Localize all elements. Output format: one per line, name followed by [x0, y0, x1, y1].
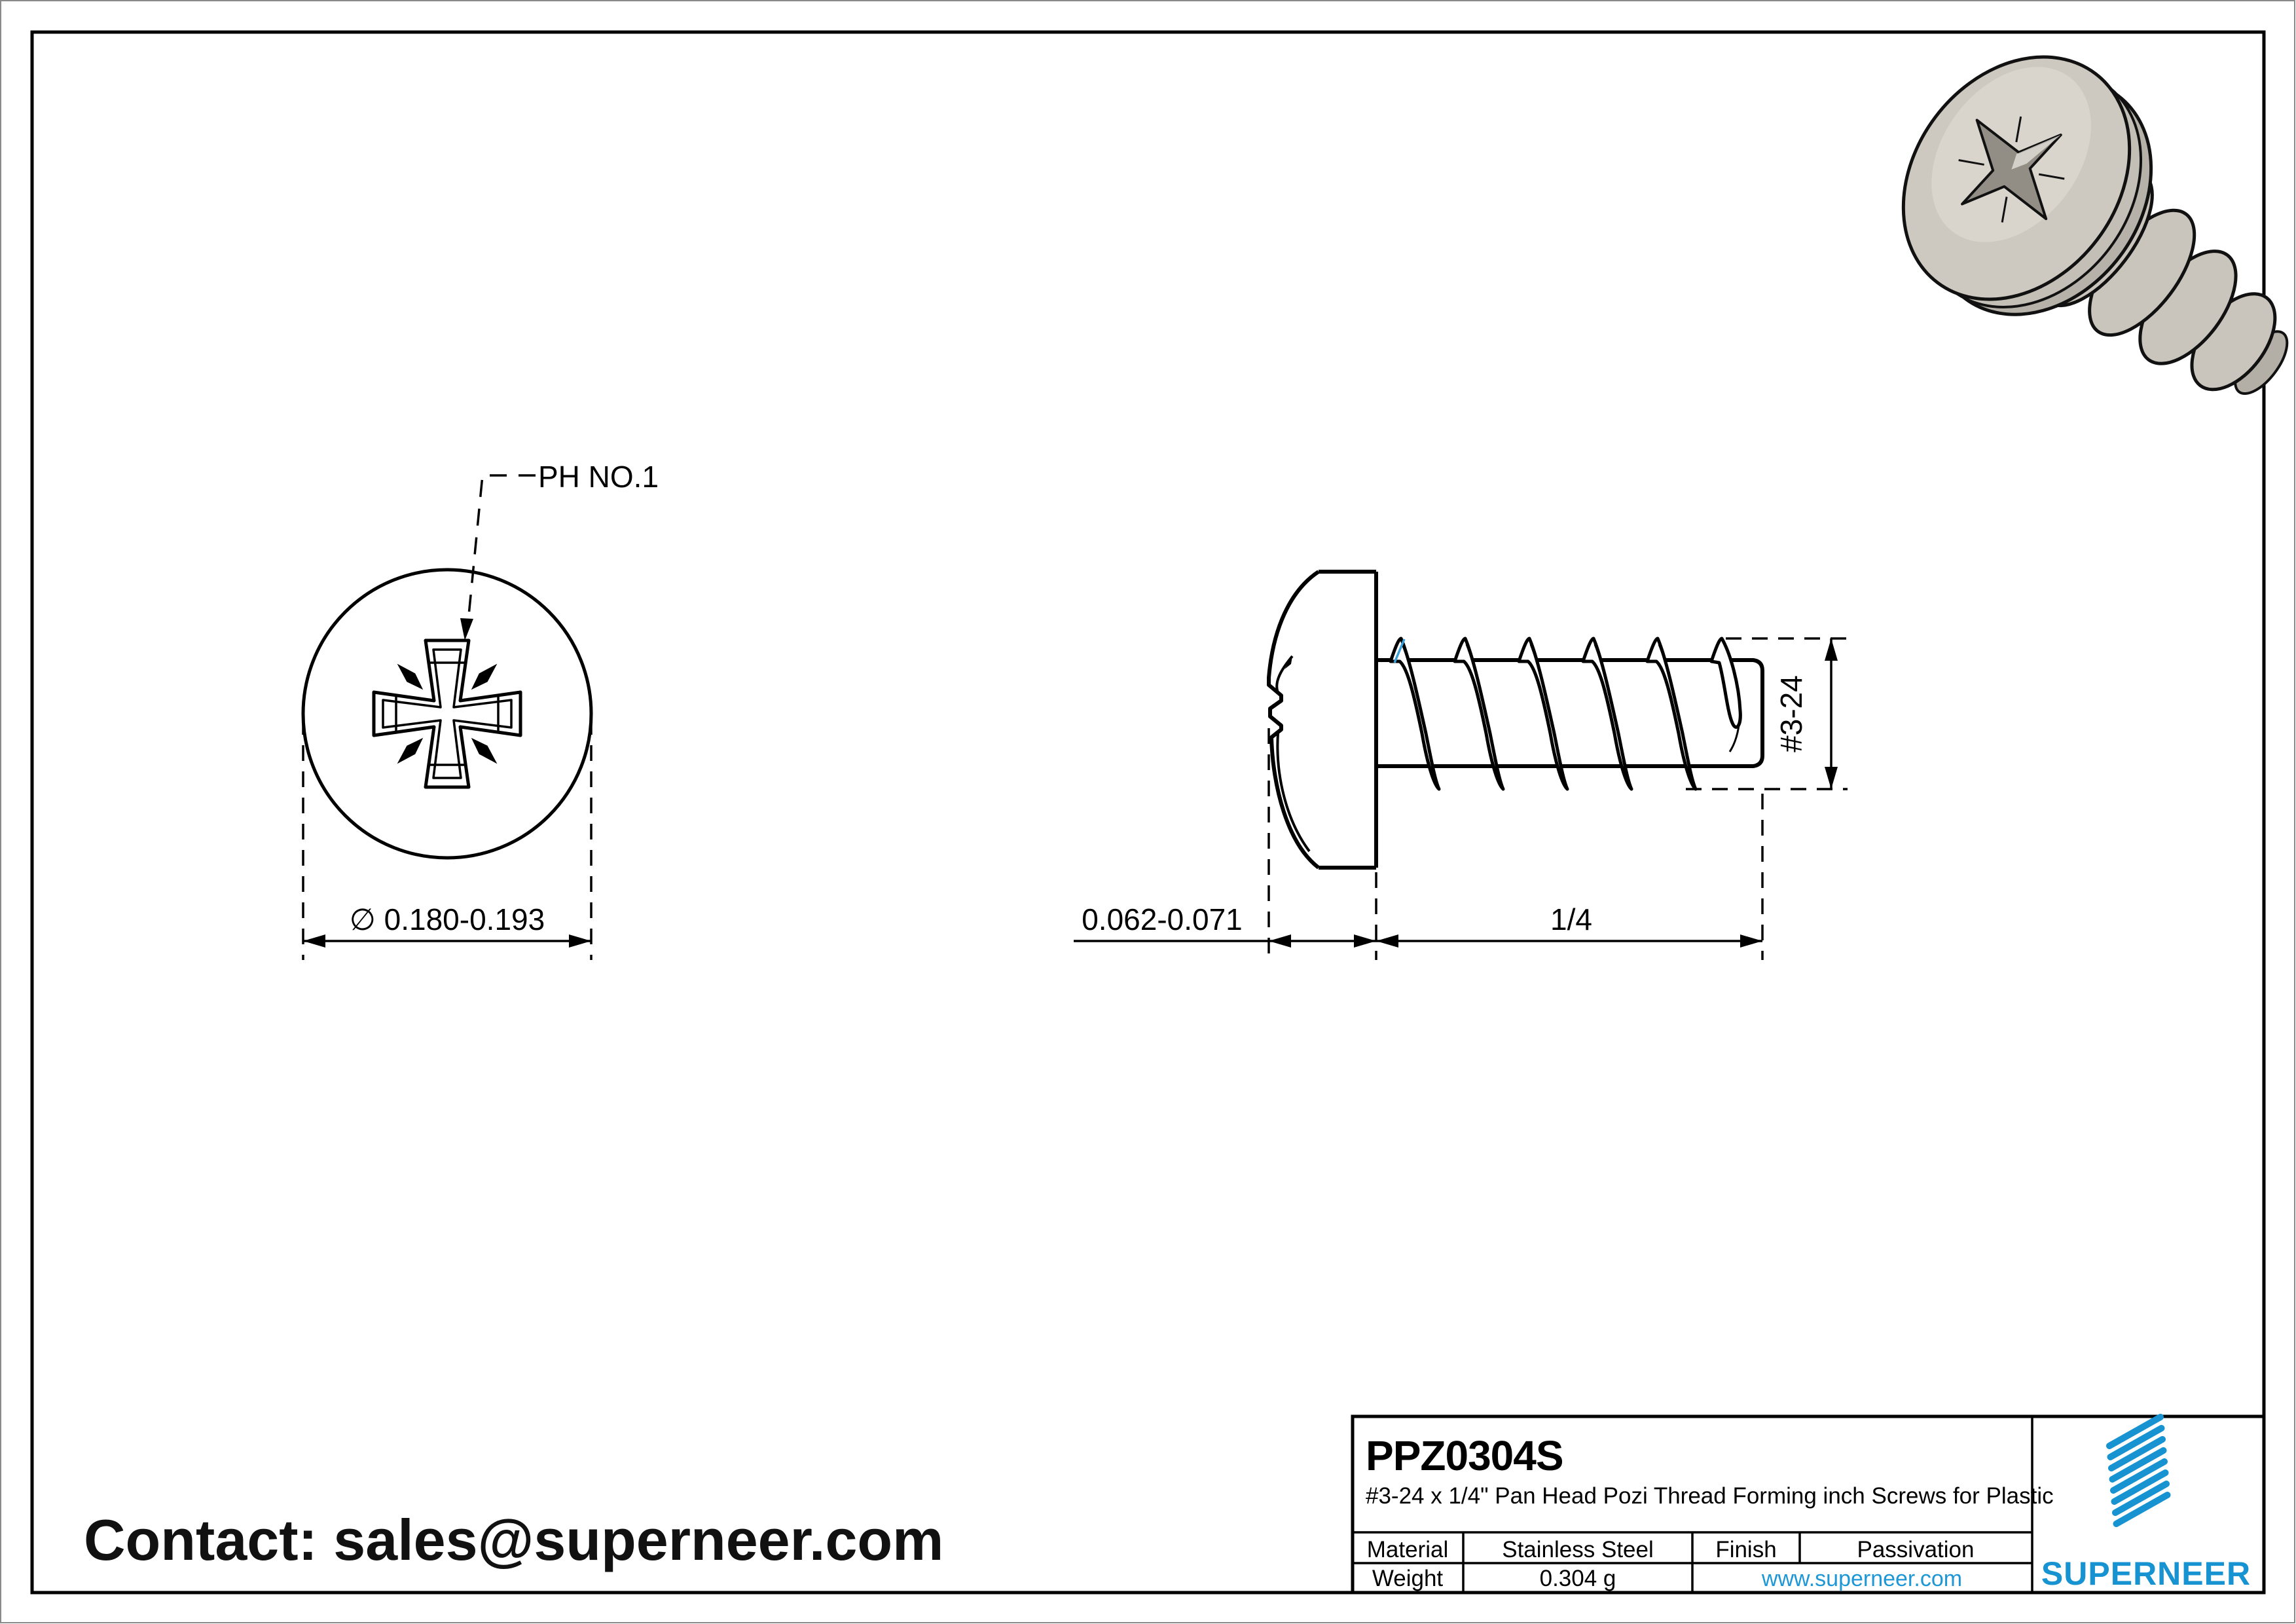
arrowhead: [1376, 934, 1398, 948]
screw-head-circle: [301, 568, 593, 860]
screw-3d-image: [1901, 55, 2289, 396]
recess-side-arc-upper: [1275, 655, 1294, 695]
arrowhead: [1825, 767, 1838, 789]
ph-leader-arrow: [460, 618, 473, 640]
head-height-dimension: 0.062-0.071: [1074, 728, 1762, 960]
pozi-recess-3d: [1958, 116, 2065, 223]
pozi-recess-outer-cross: [372, 638, 522, 789]
pozi-arm-step-lines: [395, 661, 500, 766]
thread-flank-lines: [1401, 644, 1741, 752]
thread-blade-runout: [1709, 637, 1742, 729]
front-view: PH NO.1 ∅ 0.180-0.193: [301, 460, 659, 960]
pozi-diagonal-spikes: [397, 663, 498, 764]
head-height-dim-text: 0.062-0.071: [1082, 902, 1243, 936]
thread-blade: [1517, 637, 1569, 791]
thread-blade: [1453, 637, 1505, 791]
length-dim-text: 1/4: [1550, 902, 1592, 936]
finish-value: Passivation: [1857, 1537, 1975, 1562]
recess-side-arc-lower: [1276, 733, 1311, 853]
arrowhead: [1825, 638, 1838, 661]
title-block-grid: [1353, 1416, 2033, 1593]
website-link[interactable]: www.superneer.com: [1761, 1566, 1962, 1591]
arrowhead-left: [303, 934, 325, 948]
arrowhead: [1269, 934, 1291, 948]
title-block-border: [1351, 1414, 2266, 1595]
ph-leader-line: [466, 474, 536, 629]
arrowhead-right: [569, 934, 591, 948]
thread-blade: [1389, 637, 1441, 791]
diagonal-stripes-icon: [2106, 1414, 2171, 1527]
length-dimension: 1/4: [1376, 794, 1764, 960]
part-description: #3-24 x 1/4" Pan Head Pozi Thread Formin…: [1366, 1483, 2054, 1509]
side-view: 0.062-0.071 1/4 #3-24: [1074, 570, 1848, 960]
drawing-frame: [30, 30, 2266, 1595]
screw-shank: [1376, 658, 1764, 768]
title-block: PPZ0304S #3-24 x 1/4" Pan Head Pozi Thre…: [1351, 1414, 2266, 1595]
ph-callout: PH NO.1: [460, 460, 659, 640]
material-label: Material: [1367, 1537, 1448, 1562]
arrowhead: [1740, 934, 1762, 948]
head-dome-outline: [1267, 570, 1320, 870]
brand-name: SUPERNEER: [2041, 1555, 2251, 1592]
thread-start-highlight: [1393, 638, 1406, 663]
thread-size-dimension: #3-24: [1686, 637, 1848, 790]
pozi-recess-inner-cross: [382, 648, 513, 779]
contact-text: Contact: sales@superneer.com: [84, 1507, 943, 1572]
part-number: PPZ0304S: [1366, 1432, 1563, 1479]
thread-blades: [1389, 637, 1742, 791]
material-value: Stainless Steel: [1502, 1537, 1654, 1562]
recess-side-wedge: [1285, 656, 1292, 669]
diameter-dim-text: ∅ 0.180-0.193: [350, 902, 545, 936]
weight-value: 0.304 g: [1540, 1566, 1616, 1591]
screw-head-profile: [1267, 570, 1378, 870]
ph-label: PH NO.1: [538, 460, 659, 494]
arrowhead: [1354, 934, 1376, 948]
diameter-dimension: ∅ 0.180-0.193: [302, 719, 592, 960]
thread-blade: [1581, 637, 1633, 791]
thread-size-dim-text: #3-24: [1774, 675, 1808, 752]
finish-label: Finish: [1715, 1537, 1776, 1562]
weight-label: Weight: [1372, 1566, 1444, 1591]
thread-blade: [1645, 637, 1698, 791]
